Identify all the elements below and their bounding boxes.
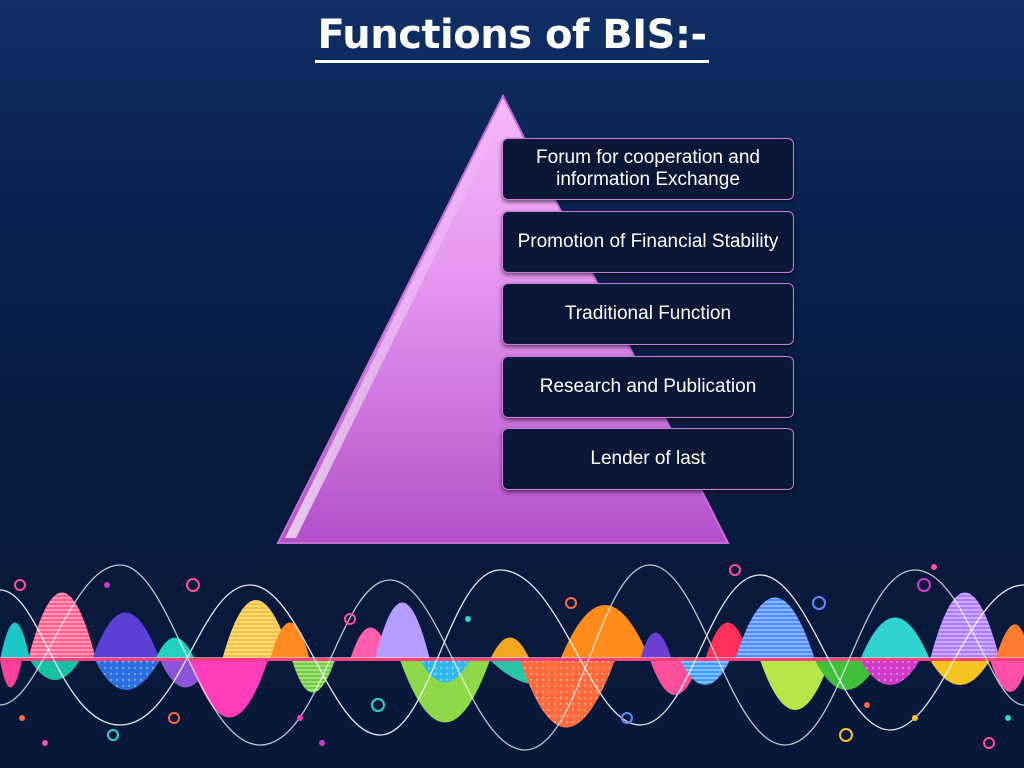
- ring-decoration: [983, 737, 995, 749]
- dot-decoration: [104, 582, 110, 588]
- dot-decoration: [912, 715, 918, 721]
- wave-lobe: [735, 597, 815, 660]
- wave-lobe: [640, 632, 672, 660]
- wave-baseline-highlight: [0, 657, 1024, 658]
- function-label-lender: Lender of last: [590, 448, 706, 469]
- function-box-financial-stability: Promotion of Financial Stability: [502, 211, 794, 273]
- wave-lobe: [292, 660, 335, 693]
- ring-decoration: [14, 579, 26, 591]
- ring-decoration: [621, 712, 633, 724]
- wave-lobe: [190, 660, 268, 718]
- ring-decoration: [917, 578, 931, 592]
- function-box-lender: Lender of last: [502, 428, 794, 490]
- wave-lobe: [990, 660, 1024, 692]
- wave-lobe: [375, 602, 430, 660]
- function-box-traditional: Traditional Function: [502, 283, 794, 345]
- slide-title-text: Functions of BIS:-: [315, 12, 709, 63]
- dot-decoration: [864, 702, 870, 708]
- wave-lobe: [490, 637, 530, 660]
- function-label-traditional: Traditional Function: [564, 303, 732, 324]
- dot-decoration: [319, 740, 325, 746]
- wave-lobe: [860, 660, 920, 685]
- function-label-forum: Forum for cooperation and information Ex…: [536, 147, 760, 190]
- pyramid-highlight: [285, 100, 503, 538]
- wave-lobe: [520, 660, 615, 728]
- dot-decoration: [42, 740, 48, 746]
- wave-lobe: [400, 660, 490, 723]
- sound-wave-decoration: [0, 564, 1024, 751]
- wave-lobe: [155, 637, 195, 660]
- wave-lobe: [30, 660, 80, 680]
- sine-line: [0, 569, 1024, 736]
- ring-decoration: [107, 729, 119, 741]
- function-label-financial-stability: Promotion of Financial Stability: [517, 231, 779, 252]
- wave-lobe: [815, 660, 880, 690]
- wave-lobe: [560, 605, 650, 660]
- ring-decoration: [168, 712, 180, 724]
- dot-decoration: [931, 564, 937, 570]
- wave-lobe: [420, 660, 470, 683]
- wave-lobe: [995, 624, 1024, 660]
- function-box-research: Research and Publication: [502, 356, 794, 418]
- dot-decoration: [1005, 715, 1011, 721]
- wave-lobe: [95, 660, 160, 690]
- sine-line: [0, 564, 1024, 751]
- ring-decoration: [344, 613, 356, 625]
- ring-decoration: [839, 728, 853, 742]
- ring-decoration: [371, 698, 385, 712]
- wave-lobe: [930, 660, 990, 685]
- ring-decoration: [729, 564, 741, 576]
- wave-lobe: [28, 592, 96, 660]
- ring-decoration: [565, 597, 577, 609]
- function-box-forum: Forum for cooperation and information Ex…: [502, 138, 794, 200]
- function-label-research: Research and Publication: [539, 376, 757, 397]
- wave-baseline: [0, 658, 1024, 661]
- wave-lobe: [760, 660, 830, 710]
- wave-lobe: [222, 600, 292, 660]
- dot-decoration: [297, 715, 303, 721]
- ring-decoration: [812, 596, 826, 610]
- ring-decoration: [186, 578, 200, 592]
- wave-lobe: [92, 612, 160, 660]
- slide-title: Functions of BIS:-: [0, 12, 1024, 63]
- wave-lobe: [0, 660, 22, 688]
- wave-lobe: [930, 592, 1000, 660]
- dot-decoration: [19, 715, 25, 721]
- dot-decoration: [465, 616, 471, 622]
- wave-lobe: [860, 617, 930, 660]
- wave-lobe: [0, 622, 30, 660]
